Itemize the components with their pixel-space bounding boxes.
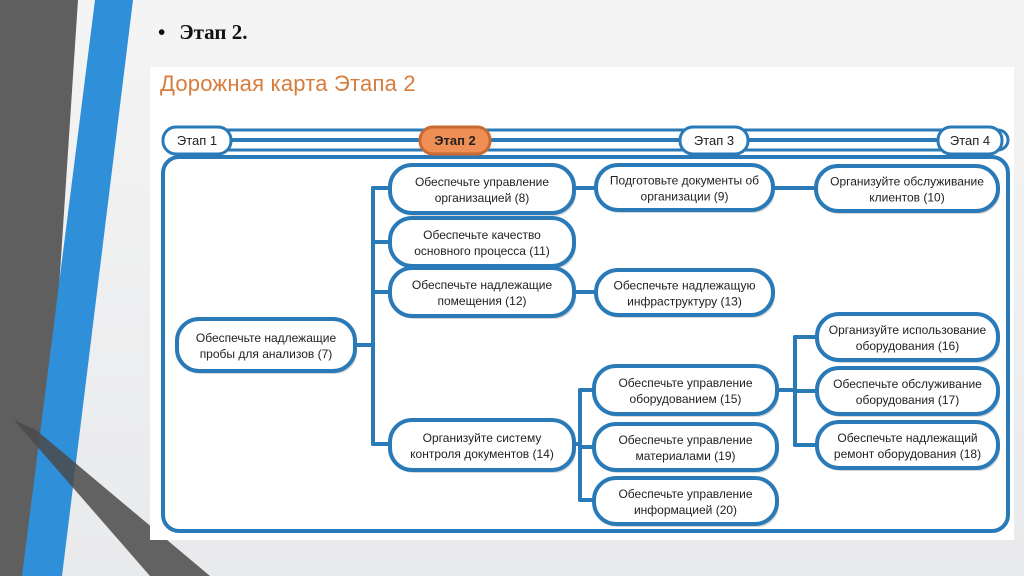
node-box	[814, 164, 1000, 213]
node-box	[815, 312, 1000, 362]
node-label-line: Подготовьте документы об	[610, 174, 759, 188]
node-label-line: Обеспечьте надлежащую	[613, 279, 755, 293]
roadmap-frame	[161, 155, 1010, 533]
node-label-line: инфраструктуру (13)	[627, 295, 742, 309]
node-box	[815, 366, 1000, 416]
node-label-line: основного процесса (11)	[414, 244, 550, 258]
node-label-line: организации (9)	[641, 190, 729, 204]
stage-pill-shape	[678, 125, 750, 156]
node-n14[interactable]: Организуйте систему контроля документов (…	[388, 418, 576, 473]
node-n12[interactable]: Обеспечьте надлежащие помещения (12)	[388, 266, 576, 319]
bullet-dot: •	[158, 20, 166, 44]
stage-pill-2[interactable]: Этап 2	[418, 125, 492, 156]
node-n8[interactable]: Обеспечьте управление организацией (8)	[388, 163, 576, 216]
node-box	[594, 268, 775, 317]
node-label-line: Обеспечьте надлежащие	[412, 278, 553, 292]
node-label-line: пробы для анализов (7)	[200, 347, 333, 361]
node-n7[interactable]: Обеспечьте надлежащие пробы для анализов …	[175, 317, 357, 374]
node-label-line: оборудованием (15)	[630, 392, 742, 406]
node-box	[815, 420, 1000, 470]
node-label-line: Обеспечьте управление	[618, 433, 752, 447]
node-n10[interactable]: Организуйте обслуживание клиентов (10)	[814, 164, 1000, 214]
deco-gray-stripe	[0, 0, 78, 576]
node-n20[interactable]: Обеспечьте управление информацией (20)	[592, 476, 779, 527]
node-label-line: оборудования (17)	[856, 393, 959, 407]
node-label-line: Организуйте обслуживание	[830, 175, 984, 189]
deco-blue-stripe	[22, 0, 133, 576]
stage-pill-shape	[418, 125, 492, 156]
stage-pill-3[interactable]: Этап 3	[678, 125, 750, 156]
node-label-line: Обеспечьте управление	[415, 175, 549, 189]
node-n19[interactable]: Обеспечьте управление материалами (19)	[592, 422, 779, 473]
node-label-line: Обеспечьте управление	[618, 376, 752, 390]
node-n9[interactable]: Подготовьте документы об организации (9)	[594, 163, 775, 213]
node-label-line: помещения (12)	[437, 294, 526, 308]
node-n17[interactable]: Обеспечьте обслуживание оборудования (17)	[815, 366, 1000, 417]
node-n15[interactable]: Обеспечьте управление оборудованием (15)	[592, 364, 779, 417]
slide-bullet-text: Этап 2.	[179, 20, 248, 44]
node-box	[175, 317, 357, 373]
node-label-line: оборудования (16)	[856, 339, 959, 353]
node-box	[594, 163, 775, 212]
node-n18[interactable]: Обеспечьте надлежащий ремонт оборудования…	[815, 420, 1000, 471]
node-label-line: организацией (8)	[435, 191, 530, 205]
node-box	[388, 163, 576, 215]
node-label-line: материалами (19)	[635, 449, 735, 463]
node-label-line: ремонт оборудования (18)	[834, 447, 981, 461]
stage-pill-shape	[936, 125, 1004, 156]
node-box	[592, 422, 779, 472]
stage-label: Этап 1	[177, 133, 217, 148]
node-label-line: Организуйте использование	[829, 323, 987, 337]
slide-bullet: • Этап 2.	[158, 20, 248, 45]
stage-label: Этап 3	[694, 133, 734, 148]
node-box	[592, 476, 779, 526]
node-box	[388, 216, 576, 268]
roadmap-title: Дорожная карта Этапа 2	[160, 71, 416, 96]
stage-pill-shape	[161, 125, 233, 156]
node-label-line: контроля документов (14)	[410, 447, 554, 461]
node-label-line: Обеспечьте обслуживание	[833, 377, 982, 391]
node-label-line: Обеспечьте надлежащие	[196, 331, 337, 345]
stage-label: Этап 4	[950, 133, 990, 148]
node-box	[388, 266, 576, 318]
node-box	[592, 364, 779, 416]
node-n13[interactable]: Обеспечьте надлежащую инфраструктуру (13)	[594, 268, 775, 318]
node-label-line: клиентов (10)	[869, 191, 944, 205]
node-label-line: Организуйте систему	[423, 431, 542, 445]
node-n11[interactable]: Обеспечьте качество основного процесса (1…	[388, 216, 576, 269]
node-label-line: Обеспечьте управление	[618, 487, 752, 501]
node-box	[388, 418, 576, 472]
node-label-line: Обеспечьте качество	[423, 228, 541, 242]
stage-pill-1[interactable]: Этап 1	[161, 125, 233, 156]
stage-pill-4[interactable]: Этап 4	[936, 125, 1004, 156]
node-label-line: Обеспечьте надлежащий	[837, 431, 977, 445]
stage-label: Этап 2	[434, 133, 476, 148]
node-label-line: информацией (20)	[634, 503, 737, 517]
node-n16[interactable]: Организуйте использование оборудования (1…	[815, 312, 1000, 363]
roadmap-diagram: Этап 1 Этап 2 Этап 3 Этап 4 Обеспечьте надле…	[161, 125, 1010, 533]
